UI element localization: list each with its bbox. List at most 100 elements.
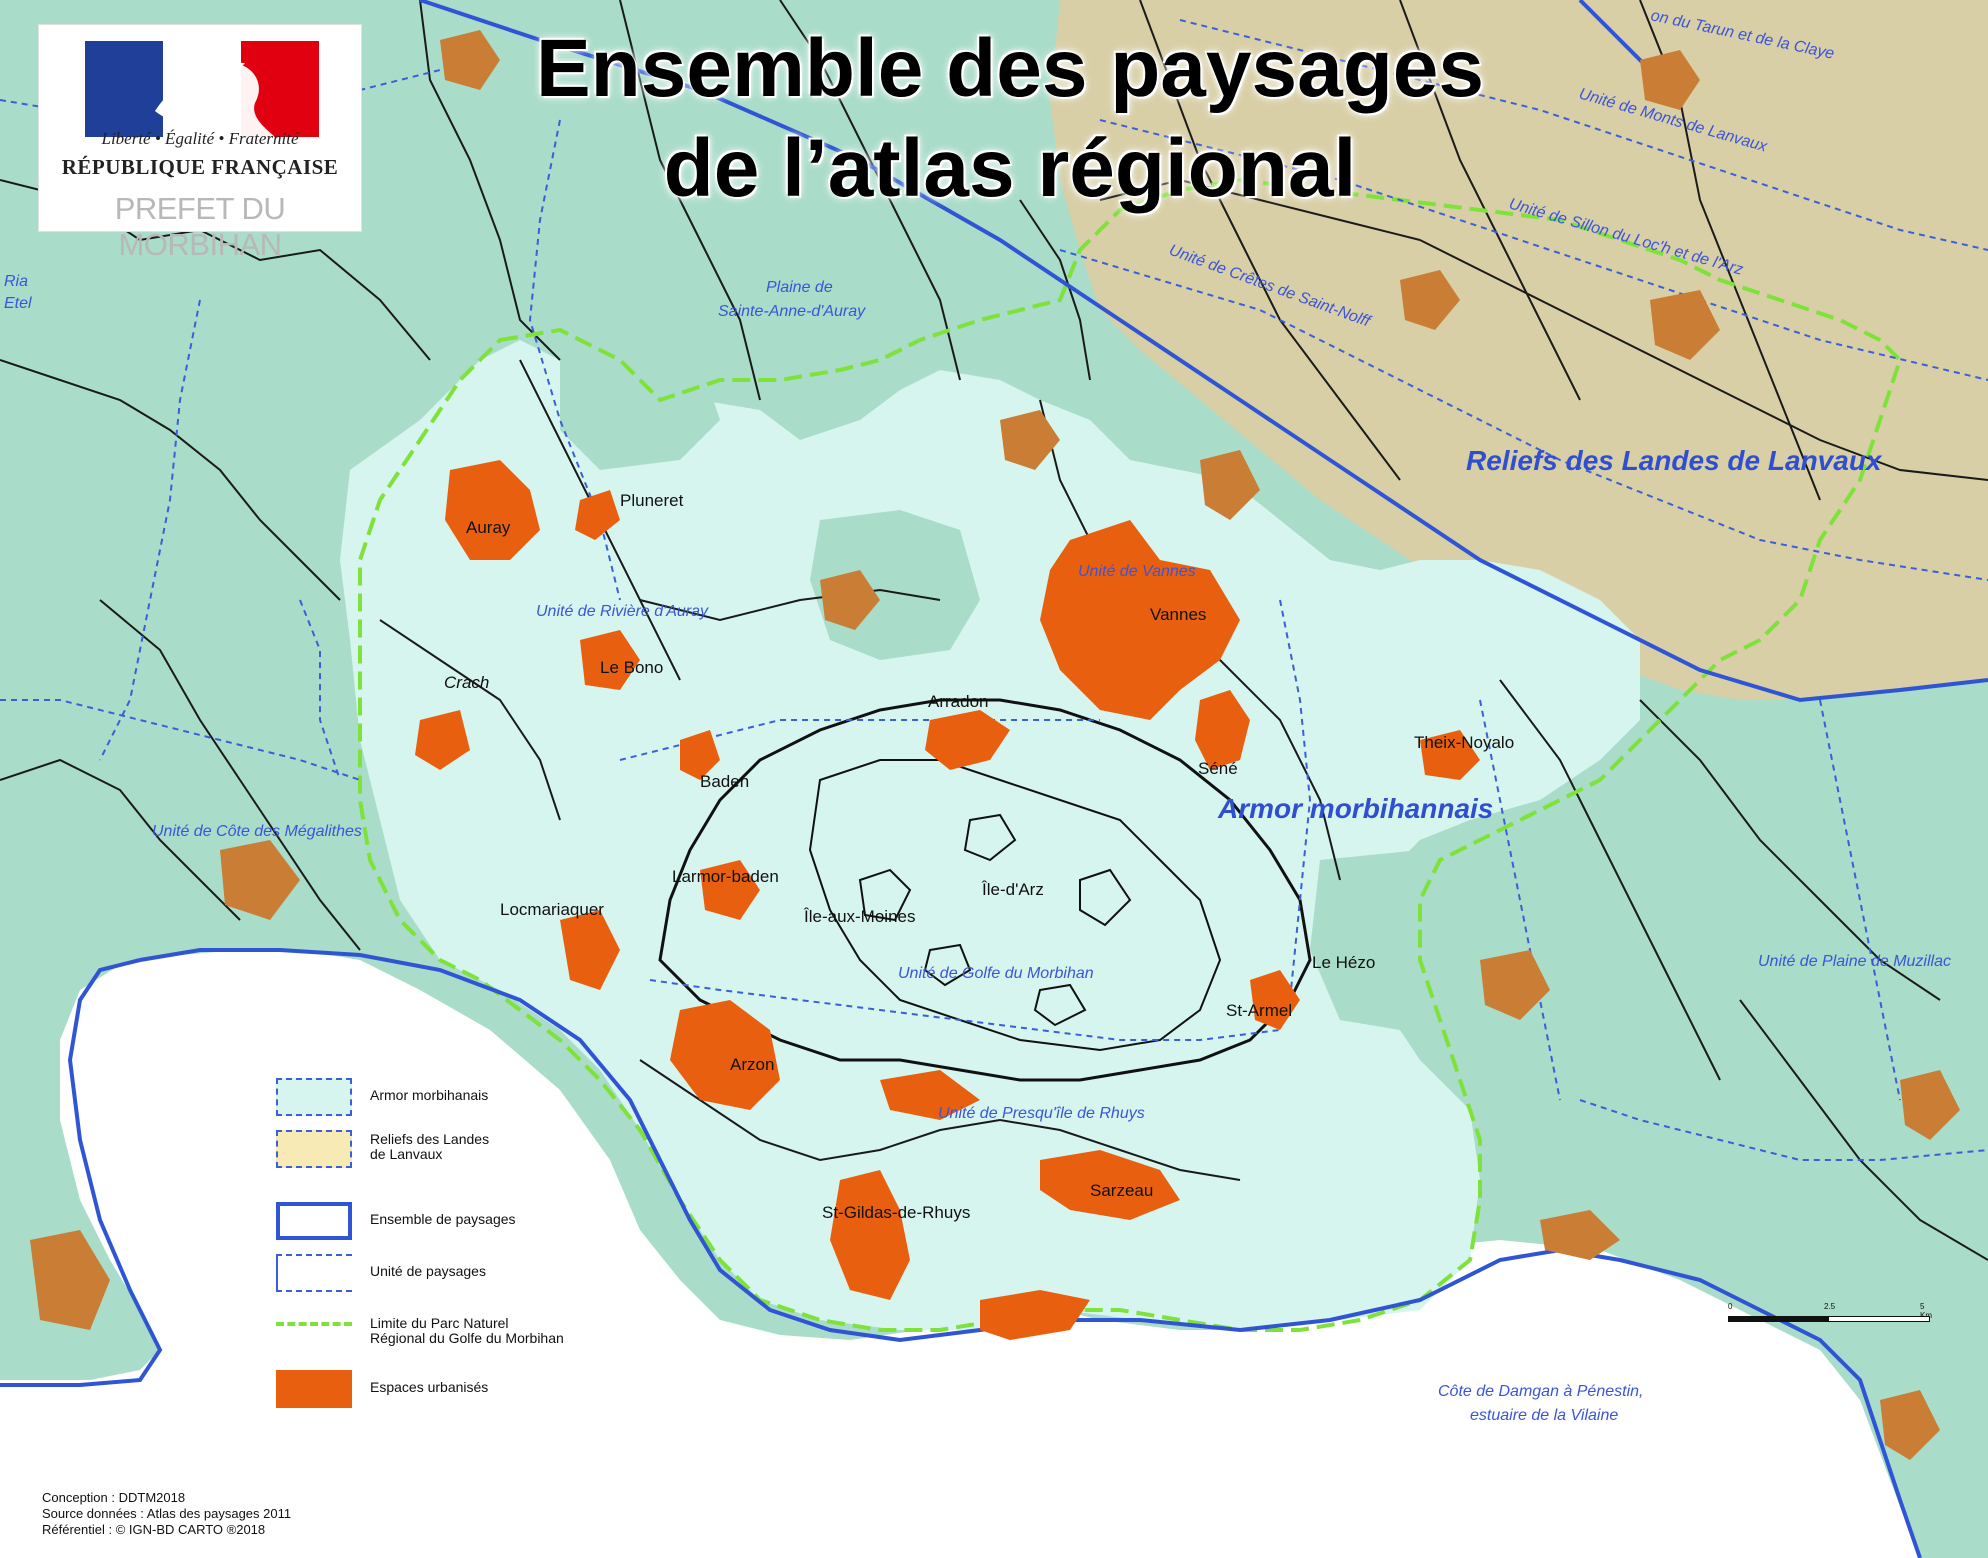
label-ile-aux-moines: Île-aux-Moines	[803, 907, 916, 926]
unit-area-west-coast	[0, 1000, 120, 1360]
label-arradon: Arradon	[928, 692, 988, 711]
urban-larmor	[700, 860, 760, 920]
urban-arradon	[925, 710, 1010, 770]
logo-motto: Liberté • Égalité • Fraternité	[101, 129, 299, 148]
urban-locmariaquer	[560, 910, 620, 990]
label-unit-muzillac: Unité de Plaine de Muzillac	[1758, 953, 1951, 970]
legend-label: Unité de paysages	[370, 1263, 486, 1279]
urban-south-coast	[980, 1290, 1090, 1340]
label-st-gildas: St-Gildas-de-Rhuys	[822, 1203, 970, 1222]
label-unit-ria-1: Ria	[4, 273, 28, 290]
urban-rhuys-north	[880, 1070, 980, 1120]
legend-item-urban: Espaces urbanisés	[270, 1368, 610, 1416]
label-larmor-baden: Larmor-baden	[672, 867, 779, 886]
legend-label: Ensemble de paysages	[370, 1211, 516, 1227]
label-unit-ria-2: Etel	[4, 295, 32, 312]
label-le-hezo: Le Hézo	[1312, 953, 1375, 972]
label-armor-morbihannais: Armor morbihannais	[1217, 793, 1493, 824]
label-locmariaquer: Locmariaquer	[500, 900, 604, 919]
prefecture-logo: Liberté • Égalité • Fraternité RÉPUBLIQU…	[38, 24, 362, 262]
legend-swatch-ensemble	[276, 1202, 352, 1240]
label-sene: Séné	[1198, 759, 1238, 778]
urban-st-armel	[1250, 970, 1300, 1030]
marianne-flag-icon	[85, 41, 319, 137]
urban-areas	[415, 460, 1480, 1340]
urban-sene	[1195, 690, 1250, 770]
scale-tick-1: 2.5	[1824, 1302, 1836, 1311]
map-title-line2: de l’atlas régional	[663, 123, 1357, 214]
island-5	[1033, 983, 1087, 1027]
urban-pluneret	[575, 490, 620, 540]
label-unit-vannes: Unité de Vannes	[1078, 563, 1196, 580]
legend-swatch-unit	[276, 1254, 352, 1292]
label-unit-riviere-auray: Unité de Rivière d'Auray	[536, 603, 709, 620]
label-sarzeau: Sarzeau	[1090, 1181, 1153, 1200]
credit-referentiel: Référentiel : © IGN-BD CARTO ®2018	[42, 1522, 266, 1537]
label-vannes: Vannes	[1150, 605, 1206, 624]
label-arzon: Arzon	[730, 1055, 774, 1074]
credit-conception: Conception : DDTM2018	[42, 1490, 186, 1505]
label-unit-rhuys: Unité de Presqu'île de Rhuys	[938, 1105, 1145, 1122]
urban-theix	[1420, 730, 1480, 780]
scale-tick-0: 0	[1728, 1302, 1733, 1311]
legend-label: Espaces urbanisés	[370, 1379, 489, 1395]
island-1	[858, 868, 912, 922]
gulf-water	[808, 759, 1222, 1052]
legend-item-unit: Unité de paysages	[270, 1252, 610, 1300]
label-auray: Auray	[466, 518, 511, 537]
legend-item-ensemble: Ensemble de paysages	[270, 1200, 610, 1248]
label-unit-golfe: Unité de Golfe du Morbihan	[898, 965, 1094, 982]
credit-source: Source données : Atlas des paysages 2011	[42, 1506, 292, 1521]
label-le-bono: Le Bono	[600, 658, 663, 677]
label-unit-damgan-2: estuaire de la Vilaine	[1470, 1407, 1618, 1424]
legend-swatch-urban	[276, 1370, 352, 1408]
ensemble-labels: Reliefs des Landes de Lanvaux Armor morb…	[1217, 445, 1883, 824]
urban-sarzeau	[1040, 1150, 1180, 1220]
label-unit-damgan-1: Côte de Damgan à Pénestin,	[1438, 1383, 1643, 1400]
urban-baden	[680, 730, 720, 780]
scale-tick-2: 5 Km	[1920, 1302, 1932, 1320]
label-baden: Baden	[700, 772, 749, 791]
legend-item-armor: Armor morbihanais	[270, 1076, 610, 1124]
urban-areas-outer	[30, 30, 1960, 1460]
legend-swatch-armor	[276, 1078, 352, 1116]
label-reliefs-lanvaux: Reliefs des Landes de Lanvaux	[1466, 445, 1883, 476]
legend-label: Armor morbihanais	[370, 1087, 489, 1103]
urban-arzon	[670, 1000, 780, 1110]
label-ile-arz: Île-d'Arz	[981, 880, 1044, 899]
urban-auray	[445, 460, 540, 560]
label-unit-megalithes: Unité de Côte des Mégalithes	[152, 823, 362, 840]
unit-area-green-inland-3	[560, 340, 720, 470]
scale-bar-line	[1728, 1316, 1930, 1322]
label-theix: Theix-Noyalo	[1414, 733, 1514, 752]
label-crach: Crach	[444, 673, 489, 692]
logo-prefecture: PREFET DU MORBIHAN	[114, 191, 286, 262]
label-pluneret: Pluneret	[620, 491, 684, 510]
label-st-armel: St-Armel	[1226, 1001, 1292, 1020]
label-unit-plaine-1: Plaine de	[766, 279, 833, 296]
place-labels: Pluneret Auray Crach Le Bono Vannes Arra…	[444, 491, 1514, 1222]
reliefs-lanvaux-area	[1050, 0, 1988, 700]
urban-st-gildas	[830, 1170, 910, 1300]
scale-bar: 0 2.5 5 Km	[1728, 1302, 1934, 1332]
legend-swatch-reliefs	[276, 1130, 352, 1168]
urban-crach	[415, 710, 470, 770]
island-4	[923, 943, 972, 987]
map-title-line1: Ensemble des paysages	[535, 23, 1485, 114]
logo-republic: RÉPUBLIQUE FRANÇAISE	[61, 155, 339, 179]
pnr-limit	[358, 177, 1903, 1332]
map-credits: Conception : DDTM2018 Source données : A…	[42, 1490, 291, 1538]
island-3	[1079, 868, 1132, 927]
urban-vannes	[1040, 520, 1240, 720]
commune-borders	[0, 0, 1988, 1261]
island-2	[963, 813, 1017, 862]
label-unit-plaine-2: Sainte-Anne-d'Auray	[718, 303, 866, 320]
legend-swatch-pnr	[276, 1322, 352, 1326]
urban-le-bono	[580, 630, 640, 690]
